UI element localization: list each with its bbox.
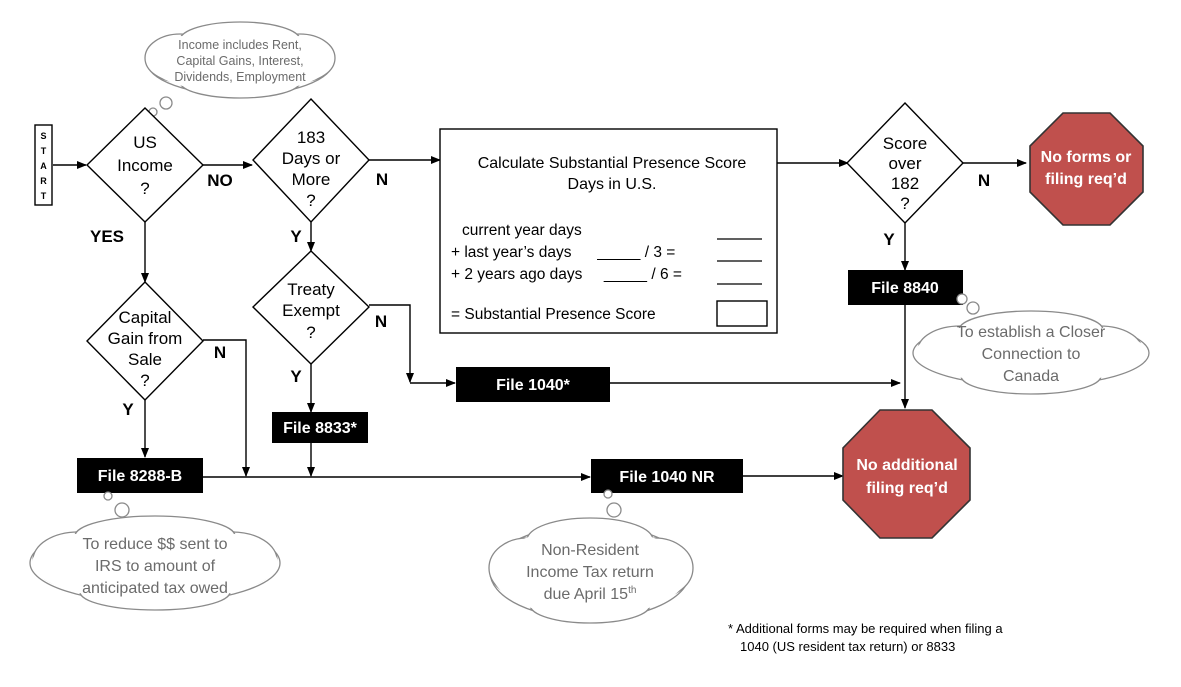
thought-cloud-non-resident: Non-Resident Income Tax return due April…: [488, 489, 694, 624]
cloud-reduce-line: To reduce $$ sent to: [83, 536, 228, 553]
arrow-capital-no: [203, 339, 250, 477]
stop-no-forms-line: No forms or: [1041, 149, 1132, 166]
cloud-income-line: Income includes Rent,: [178, 38, 302, 52]
decision-treaty-line: ?: [306, 323, 315, 342]
label-y: Y: [122, 400, 134, 419]
stop-no-forms-line: filing req’d: [1045, 171, 1127, 188]
calc-row: = Substantial Presence Score: [451, 306, 656, 323]
thought-cloud-closer-connection: To establish a Closer Connection to Cana…: [912, 293, 1150, 395]
thought-cloud-reduce: To reduce $$ sent to IRS to amount of an…: [29, 491, 281, 611]
decision-183-days: 183 Days or More ?: [252, 97, 370, 224]
decision-us-income-line: Income: [117, 156, 173, 175]
stop-no-additional: No additional filing req’d: [842, 409, 971, 539]
substantial-presence-calculator: Calculate Substantial Presence Score Day…: [439, 128, 778, 334]
decision-us-income: US Income ?: [86, 107, 204, 223]
stop-no-forms: No forms or filing req’d: [1029, 112, 1144, 226]
file-8288b-box: File 8288-B: [77, 458, 203, 493]
cloud-income-line: Capital Gains, Interest,: [176, 54, 303, 68]
decision-score-line: ?: [900, 194, 909, 213]
file-8840-box: File 8840: [848, 270, 963, 305]
decision-score-line: 182: [891, 174, 919, 193]
label-n: N: [978, 171, 990, 190]
calc-row: + last year’s days _____ / 3 =: [451, 244, 675, 261]
footnote-line: * Additional forms may be required when …: [728, 621, 1003, 636]
calc-row: current year days: [462, 222, 582, 239]
label-y: Y: [290, 367, 302, 386]
cloud-income-line: Dividends, Employment: [174, 70, 306, 84]
decision-score-line: over: [888, 154, 921, 173]
stop-no-additional-line: No additional: [856, 457, 957, 474]
start-letter: T: [41, 191, 47, 201]
file-1040-box: File 1040*: [456, 367, 610, 402]
arrow-treaty-no: [369, 304, 414, 383]
calc-score-field: [716, 300, 768, 327]
decision-capital-gain: Capital Gain from Sale ?: [86, 281, 204, 401]
start-letter: A: [40, 161, 47, 171]
decision-183-line: 183: [297, 128, 325, 147]
decision-treaty-line: Treaty: [287, 280, 335, 299]
decision-capital-line: Gain from: [108, 329, 183, 348]
cloud-nonres-line: Income Tax return: [526, 564, 654, 581]
label-no: NO: [207, 171, 233, 190]
thought-cloud-income: Income includes Rent, Capital Gains, Int…: [144, 21, 336, 117]
start-box: S T A R T: [34, 124, 53, 206]
decision-183-line: ?: [306, 191, 315, 210]
cloud-reduce-line: anticipated tax owed: [82, 580, 228, 597]
calc-row: + 2 years ago days _____ / 6 =: [451, 266, 682, 283]
file-1040-label: File 1040*: [496, 377, 571, 394]
decision-treaty-exempt: Treaty Exempt ?: [251, 250, 371, 365]
cloud-closer-line: Connection to: [982, 346, 1081, 363]
label-n: N: [376, 170, 388, 189]
file-8288b-label: File 8288-B: [98, 468, 182, 485]
cloud-nonres-due: due April 15th: [544, 585, 637, 603]
decision-score-over-182: Score over 182 ?: [846, 101, 964, 225]
file-1040nr-box: File 1040 NR: [591, 459, 743, 493]
stop-no-additional-line: filing req’d: [866, 480, 948, 497]
decision-us-income-line: US: [133, 133, 157, 152]
calc-title: Days in U.S.: [568, 176, 657, 193]
label-y: Y: [290, 227, 302, 246]
cloud-nonres-due-text: due April 15: [544, 586, 629, 603]
label-yes: YES: [90, 227, 124, 246]
file-8840-label: File 8840: [871, 280, 939, 297]
label-n: N: [214, 343, 226, 362]
start-letter: T: [41, 146, 47, 156]
decision-us-income-line: ?: [140, 179, 149, 198]
file-8833-box: File 8833*: [272, 412, 368, 443]
cloud-nonres-sup: th: [628, 585, 636, 596]
cloud-reduce-line: IRS to amount of: [95, 558, 216, 575]
decision-183-line: More: [292, 170, 331, 189]
label-y: Y: [883, 230, 895, 249]
decision-treaty-line: Exempt: [282, 301, 340, 320]
cloud-closer-line: Canada: [1003, 368, 1059, 385]
footnote-line: 1040 (US resident tax return) or 8833: [740, 639, 955, 654]
cloud-closer-line: To establish a Closer: [957, 324, 1106, 341]
start-letter: R: [40, 176, 47, 186]
decision-183-line: Days or: [282, 149, 341, 168]
file-1040nr-label: File 1040 NR: [619, 469, 715, 486]
label-n: N: [375, 312, 387, 331]
decision-capital-line: ?: [140, 371, 149, 390]
start-letter: S: [40, 131, 46, 141]
cloud-nonres-line: Non-Resident: [541, 542, 639, 559]
decision-capital-line: Capital: [119, 308, 172, 327]
file-8833-label: File 8833*: [283, 420, 358, 437]
decision-capital-line: Sale: [128, 350, 162, 369]
connectors: [53, 156, 1027, 481]
decision-score-line: Score: [883, 134, 927, 153]
calc-title: Calculate Substantial Presence Score: [478, 155, 747, 172]
